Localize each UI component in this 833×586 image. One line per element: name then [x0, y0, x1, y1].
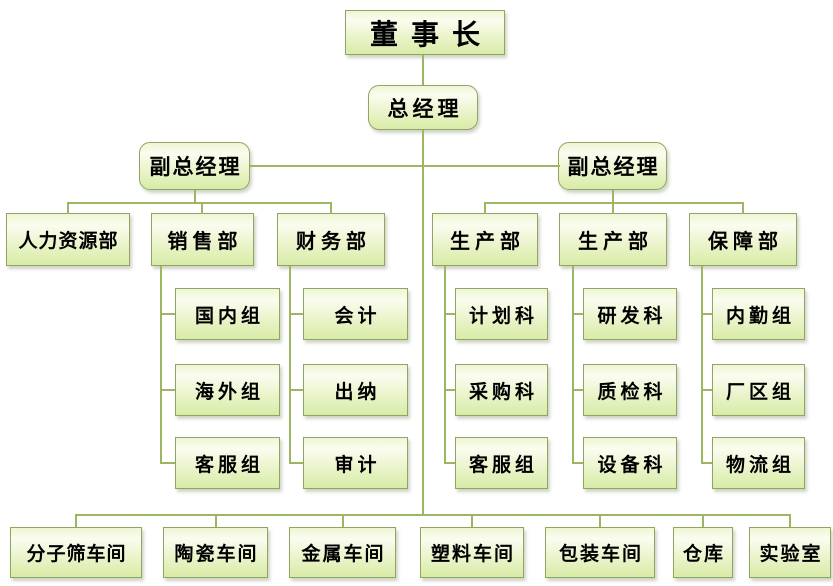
connector-line — [471, 514, 473, 527]
connector-line — [702, 514, 704, 527]
connector-line — [194, 190, 196, 203]
node-dept-production-1: 生产部 — [432, 213, 538, 266]
connector-line — [289, 389, 303, 391]
node-prod2-quality-section: 质检科 — [583, 364, 677, 416]
connector-line — [75, 514, 77, 527]
node-dept-hr: 人力资源部 — [6, 213, 130, 266]
node-support-logistics-group: 物流组 — [712, 437, 805, 489]
connector-line — [444, 462, 455, 464]
node-warehouse: 仓库 — [673, 527, 733, 578]
node-metal-workshop: 金属车间 — [289, 527, 396, 578]
node-vice-gm-right: 副总经理 — [558, 142, 667, 190]
node-finance-cashier: 出纳 — [303, 364, 408, 416]
connector-line — [201, 202, 203, 214]
connector-line — [701, 313, 712, 315]
node-prod1-customer-service-group: 客服组 — [455, 437, 548, 489]
connector-line — [484, 202, 486, 214]
node-sales-customer-service-group: 客服组 — [175, 437, 280, 489]
node-finance-audit: 审计 — [303, 437, 408, 489]
node-chairman: 董事长 — [345, 10, 505, 55]
connector-line — [612, 190, 614, 203]
node-dept-sales: 销售部 — [151, 213, 254, 266]
connector-line — [160, 462, 175, 464]
node-sales-domestic-group: 国内组 — [175, 288, 280, 340]
node-plastic-workshop: 塑料车间 — [420, 527, 524, 578]
connector-line — [599, 514, 601, 527]
node-prod1-purchasing-section: 采购科 — [455, 364, 548, 416]
connector-line — [572, 313, 583, 315]
connector-line — [572, 389, 583, 391]
node-laboratory: 实验室 — [749, 527, 831, 578]
node-vice-gm-left: 副总经理 — [139, 142, 250, 190]
connector-line — [742, 202, 744, 214]
connector-line — [444, 389, 455, 391]
connector-line — [289, 462, 303, 464]
node-ceramic-workshop: 陶瓷车间 — [163, 527, 268, 578]
connector-line — [789, 514, 791, 527]
node-support-internal-group: 内勤组 — [712, 288, 805, 340]
connector-line — [444, 313, 455, 315]
node-support-factory-area-group: 厂区组 — [712, 364, 805, 416]
node-prod2-equipment-section: 设备科 — [583, 437, 677, 489]
connector-line — [75, 514, 791, 516]
connector-line — [342, 514, 344, 527]
connector-line — [422, 55, 424, 85]
connector-line — [67, 202, 332, 204]
node-molecular-sieve-workshop: 分子筛车间 — [10, 527, 142, 578]
connector-line — [67, 202, 69, 214]
node-prod2-rd-section: 研发科 — [583, 288, 677, 340]
node-general-manager: 总经理 — [368, 85, 478, 130]
connector-line — [289, 313, 303, 315]
connector-line — [572, 266, 574, 463]
connector-line — [701, 266, 703, 463]
connector-line — [330, 202, 332, 214]
connector-line — [612, 202, 614, 214]
connector-line — [289, 266, 291, 463]
connector-line — [250, 165, 560, 167]
connector-line — [701, 389, 712, 391]
connector-line — [422, 130, 424, 516]
node-dept-finance: 财务部 — [277, 213, 385, 266]
connector-line — [701, 462, 712, 464]
connector-line — [160, 266, 162, 463]
node-sales-overseas-group: 海外组 — [175, 364, 280, 416]
connector-line — [160, 313, 175, 315]
node-prod1-planning-section: 计划科 — [455, 288, 548, 340]
connector-line — [444, 266, 446, 463]
node-packaging-workshop: 包装车间 — [545, 527, 655, 578]
connector-line — [160, 389, 175, 391]
node-dept-production-2: 生产部 — [559, 213, 667, 266]
connector-line — [572, 462, 583, 464]
node-finance-accounting: 会计 — [303, 288, 408, 340]
connector-line — [215, 514, 217, 527]
node-dept-support: 保障部 — [689, 213, 797, 266]
